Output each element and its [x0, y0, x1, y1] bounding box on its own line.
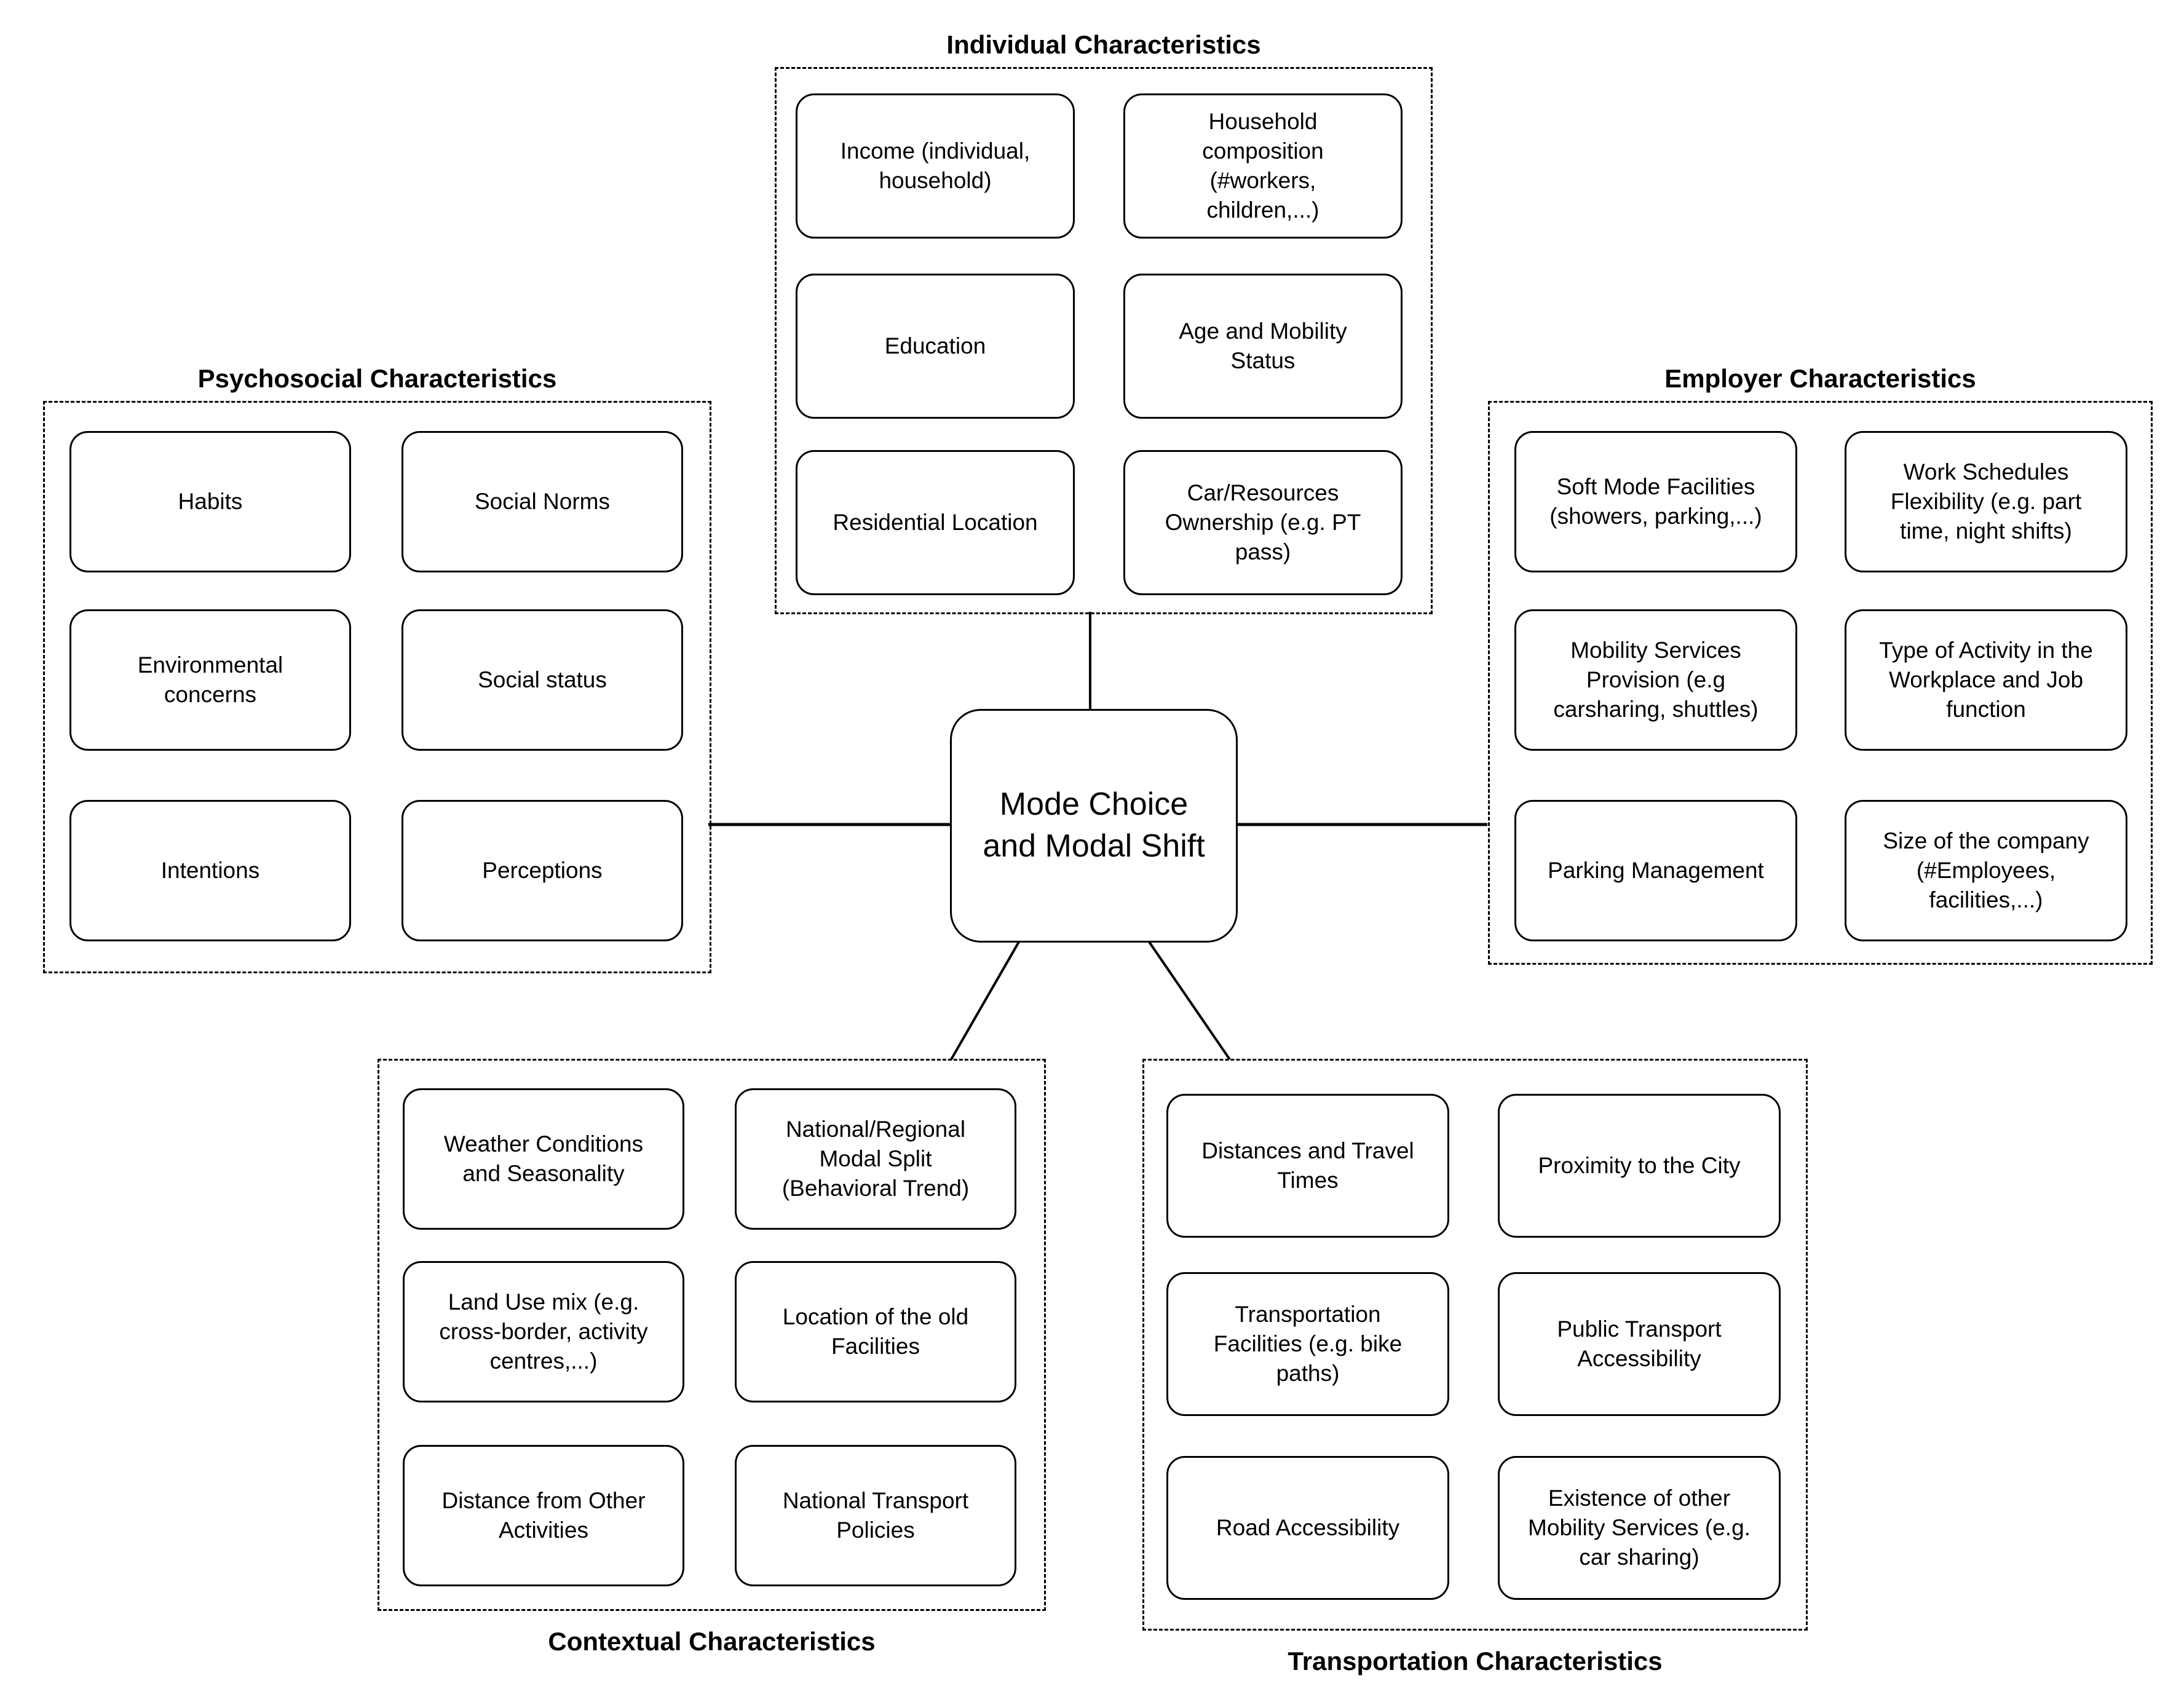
group-contextual-characteristics: Contextual Characteristics Weather Condi… — [378, 1059, 1046, 1656]
group-transportation-characteristics: Transportation Characteristics Distances… — [1142, 1059, 1808, 1675]
box-public-transport-accessibility: Public Transport Accessibility — [1498, 1272, 1781, 1416]
box-other-mobility-services: Existence of other Mobility Services (e.… — [1498, 1456, 1781, 1600]
box-weather-conditions: Weather Conditions and Seasonality — [403, 1088, 684, 1230]
connector-center-transportation — [1148, 941, 1231, 1061]
box-mobility-services-provision: Mobility Services Provision (e.g carshar… — [1514, 609, 1797, 751]
group-psychosocial-characteristics: Psychosocial Characteristics Habits Soci… — [43, 364, 711, 973]
box-distances-travel-times: Distances and Travel Times — [1166, 1094, 1449, 1238]
box-distance-other-activities: Distance from Other Activities — [403, 1445, 684, 1586]
group-title-individual: Individual Characteristics — [946, 30, 1261, 59]
box-modal-split: National/Regional Modal Split (Behaviora… — [735, 1088, 1016, 1230]
box-car-resources-ownership: Car/Resources Ownership (e.g. PT pass) — [1123, 450, 1403, 595]
box-social-norms: Social Norms — [402, 431, 683, 572]
box-type-of-activity: Type of Activity in the Workplace and Jo… — [1845, 609, 2127, 751]
box-intentions: Intentions — [69, 800, 351, 941]
connector-center-contextual — [950, 941, 1020, 1060]
group-individual-characteristics: Individual Characteristics Income (indiv… — [775, 30, 1433, 614]
box-household-composition: Household composition (#workers, childre… — [1123, 93, 1403, 239]
box-mode-choice-and-modal-shift: Mode Choice and Modal Shift — [950, 709, 1238, 943]
box-location-old-facilities: Location of the old Facilities — [735, 1261, 1016, 1402]
box-habits: Habits — [69, 431, 351, 572]
box-soft-mode-facilities: Soft Mode Facilities (showers, parking,.… — [1514, 431, 1797, 572]
box-national-transport-policies: National Transport Policies — [735, 1445, 1016, 1586]
box-age-mobility-status: Age and Mobility Status — [1123, 274, 1403, 419]
box-work-schedules-flexibility: Work Schedules Flexibility (e.g. part ti… — [1845, 431, 2127, 572]
box-road-accessibility: Road Accessibility — [1166, 1456, 1449, 1600]
box-proximity-to-city: Proximity to the City — [1498, 1094, 1781, 1238]
group-employer-characteristics: Employer Characteristics Soft Mode Facil… — [1488, 364, 2153, 965]
box-transportation-facilities: Transportation Facilities (e.g. bike pat… — [1166, 1272, 1449, 1416]
box-income: Income (individual, household) — [796, 93, 1075, 239]
group-title-psychosocial: Psychosocial Characteristics — [197, 364, 557, 393]
group-title-contextual: Contextual Characteristics — [548, 1626, 876, 1656]
group-title-employer: Employer Characteristics — [1664, 364, 1976, 393]
box-land-use-mix: Land Use mix (e.g. cross-border, activit… — [403, 1261, 684, 1402]
group-title-transportation: Transportation Characteristics — [1288, 1646, 1663, 1675]
box-parking-management: Parking Management — [1514, 800, 1797, 941]
box-size-of-company: Size of the company (#Employees, facilit… — [1845, 800, 2127, 941]
box-residential-location: Residential Location — [796, 450, 1075, 595]
box-perceptions: Perceptions — [402, 800, 683, 941]
box-environmental-concerns: Environmental concerns — [69, 609, 351, 751]
box-education: Education — [796, 274, 1075, 419]
box-social-status: Social status — [402, 609, 683, 751]
